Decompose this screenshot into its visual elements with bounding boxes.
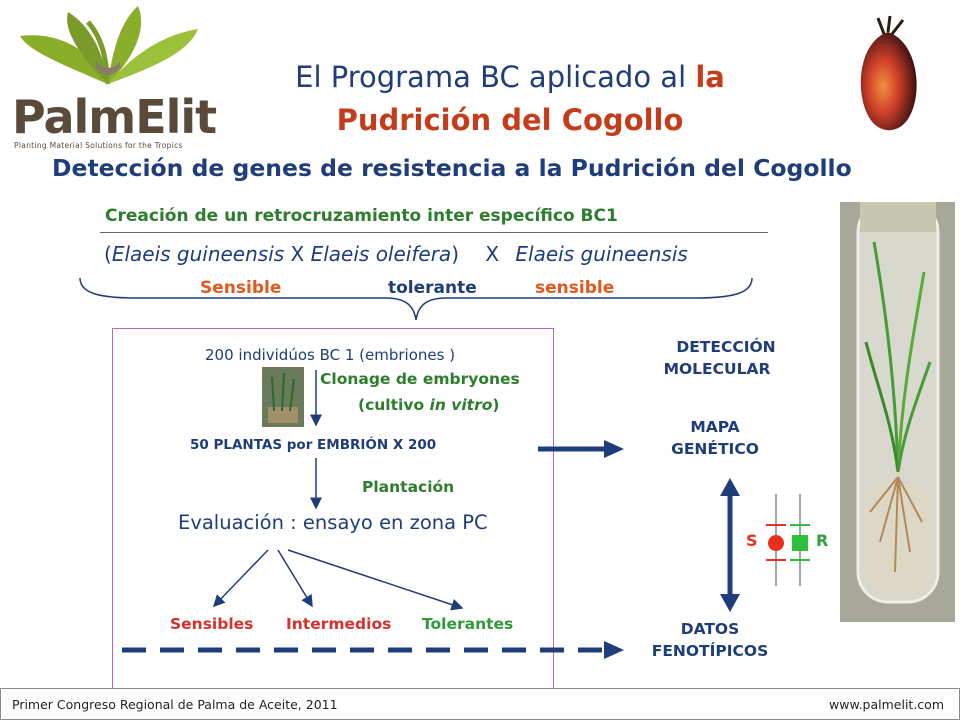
logo-tagline: Planting Material Solutions for the Trop… [14, 141, 183, 150]
label-200-individuals: 200 individúos BC 1 (embriones ) [205, 346, 456, 364]
label-sensible-1: Sensible [200, 278, 282, 298]
label-molecular-detection: DETECCIÓN MOLECULAR [663, 338, 776, 378]
footer-website-link[interactable]: www.palmelit.com [829, 697, 944, 712]
r-marker [792, 535, 808, 551]
subtitle: Detección de genes de resistencia a la P… [52, 154, 852, 182]
arrow-to-intermedios [277, 549, 313, 608]
embryo-photo [262, 367, 304, 427]
s-marker [768, 535, 784, 551]
label-planting: Plantación [362, 478, 455, 496]
in-vitro-plant-photo [840, 202, 955, 622]
label-in-vitro: (cultivo in vitro) [358, 396, 500, 414]
label-sensible-2: sensible [535, 278, 615, 298]
logo-wordmark: PalmElit [12, 90, 217, 144]
label-genetic-map: MAPA GENÉTICO [671, 418, 759, 458]
arrow-to-sensibles [212, 549, 269, 608]
palm-sprout-icon [20, 6, 198, 85]
cross-title-underline [100, 232, 768, 233]
r-label: R [816, 531, 829, 550]
label-phenotypic-data: DATOS FENOTÍPICOS [651, 620, 769, 660]
curly-brace [79, 277, 753, 321]
cross-formula: (Elaeis guineensis X Elaeis oleifera) X … [104, 242, 688, 266]
label-evaluation: Evaluación : ensayo en zona PC [178, 511, 488, 534]
result-sensibles: Sensibles [170, 615, 254, 633]
result-tolerantes: Tolerantes [422, 615, 514, 633]
label-plants-per-embryo: 50 PLANTAS por EMBRIÓN X 200 [190, 437, 437, 453]
dashed-arrow-head [604, 641, 624, 659]
palmelit-logo: PalmElit Planting Material Solutions for… [8, 4, 217, 154]
palm-fruit-image [860, 15, 917, 131]
double-arrow-head-up [720, 478, 740, 496]
label-cloning: Clonage de embryones [320, 370, 520, 388]
title-line-1: El Programa BC aplicado al la [295, 60, 725, 94]
double-arrow-head-down [720, 594, 740, 612]
s-label: S [746, 531, 758, 550]
arrow-to-tolerantes [287, 549, 464, 611]
cross-title: Creación de un retrocruzamiento inter es… [105, 206, 618, 226]
arrow-to-map-head [604, 440, 624, 458]
footer-conference: Primer Congreso Regional de Palma de Ace… [12, 697, 338, 712]
result-intermedios: Intermedios [286, 615, 392, 633]
title-line-2: Pudrición del Cogollo [336, 103, 684, 137]
label-tolerante: tolerante [388, 278, 477, 298]
